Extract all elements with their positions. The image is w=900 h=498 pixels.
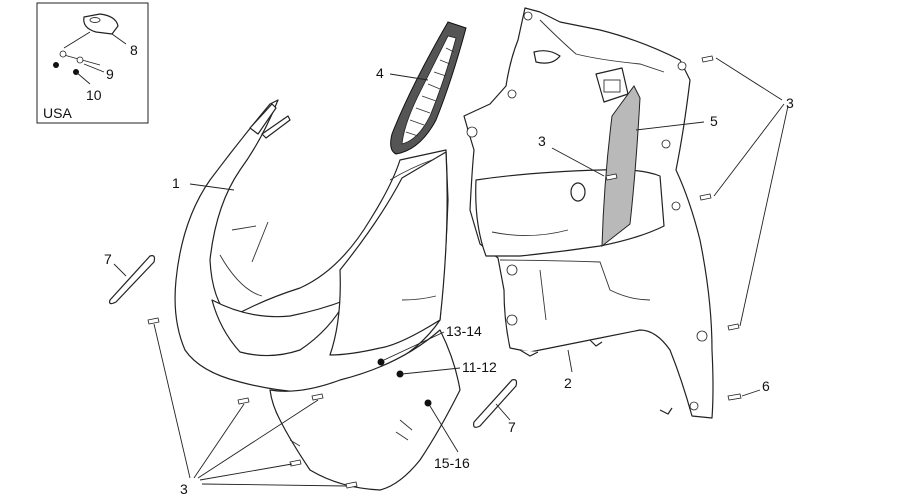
callout-6: 6: [762, 378, 770, 394]
washer-part-6: 6: [727, 378, 770, 401]
inset-usa-label: USA: [43, 105, 72, 121]
callout-11-12: 11-12: [462, 359, 497, 375]
trim-part-7-left: 7: [104, 251, 156, 305]
callout-5: 5: [710, 113, 718, 129]
trim-part-7-right: 7: [473, 379, 518, 435]
reflector-part-8: [83, 13, 119, 35]
callout-3-bottom-left: 3: [180, 481, 188, 497]
front-shield-part-1: 1: [172, 99, 461, 491]
callout-1: 1: [172, 175, 180, 191]
leg-shield-part-2: 2: [463, 7, 714, 419]
screws-part-3: 3 3 3: [147, 55, 794, 497]
callout-3-top-right: 3: [786, 95, 794, 111]
usa-inset: 8 9 10 USA: [36, 2, 149, 124]
callout-13-14: 13-14: [446, 323, 482, 339]
callout-2: 2: [564, 375, 572, 391]
callout-10: 10: [86, 87, 102, 103]
callout-4: 4: [376, 65, 384, 81]
trim-strip-part-5: 5: [601, 85, 718, 248]
nut-part-10: [53, 62, 91, 85]
callout-7-right: 7: [508, 419, 516, 435]
screw-part-9: [59, 31, 101, 66]
callout-8: 8: [130, 42, 138, 58]
callout-7-left: 7: [104, 251, 112, 267]
callout-3-mid: 3: [538, 133, 546, 149]
vent-grille-part-4: 4: [376, 21, 467, 155]
callout-15-16: 15-16: [434, 455, 470, 471]
callout-9: 9: [106, 66, 114, 82]
dot-callouts: 13-14 11-12 15-16: [383, 323, 497, 471]
